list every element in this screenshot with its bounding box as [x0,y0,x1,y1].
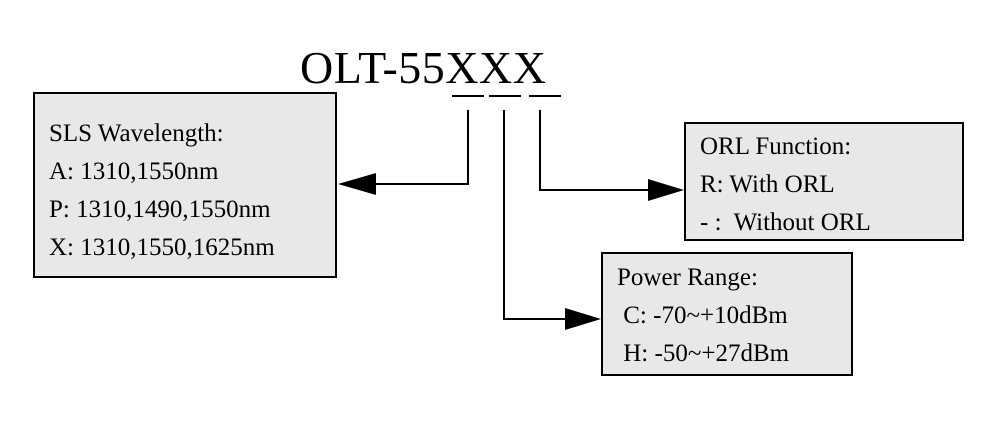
sls-option-x: X: 1310,1550,1625nm [49,234,275,261]
arrowhead-sls [338,173,376,195]
model-code-slot-1: X [445,42,480,93]
sls-option-p: P: 1310,1490,1550nm [49,196,271,223]
sls-option-a: A: 1310,1550nm [49,158,219,185]
model-code: OLT-55XXX [300,42,547,94]
power-option-h: H: -50~+27dBm [617,340,790,367]
connector-slot-3-to-orl [539,110,652,191]
sls-wavelength-heading: SLS Wavelength: [49,120,224,147]
arrowhead-power [565,308,601,330]
power-range-box: Power Range: C: -70~+10dBm H: -50~+27dBm [601,252,853,376]
connector-slot-1-to-sls [372,110,469,185]
orl-option-r: R: With ORL [700,171,835,198]
power-option-c: C: -70~+10dBm [617,302,788,329]
orl-option-none: - : Without ORL [700,209,871,236]
orl-function-heading: ORL Function: [700,133,852,160]
sls-wavelength-box: SLS Wavelength: A: 1310,1550nm P: 1310,1… [33,92,337,278]
arrowhead-orl [648,179,684,201]
model-code-slot-2: X [479,42,513,93]
model-code-prefix: OLT-55 [300,42,446,93]
connector-slot-2-to-power [503,110,569,320]
orl-function-box: ORL Function: R: With ORL - : Without OR… [684,122,964,241]
power-range-heading: Power Range: [617,264,758,291]
model-code-slot-3: X [512,42,547,93]
